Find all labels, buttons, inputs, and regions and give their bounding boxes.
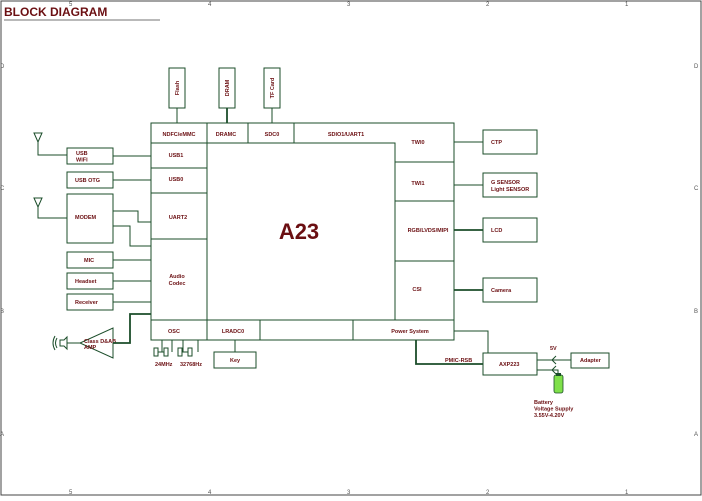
col-marker-bottom: 4 — [208, 490, 212, 496]
crystal-32k-label: 32768Hz — [180, 362, 202, 368]
col-marker-bottom: 1 — [625, 490, 629, 496]
speaker-icon — [59, 335, 68, 351]
antenna-icon — [33, 132, 67, 156]
soc-port-usb0: USB0 — [169, 177, 184, 183]
input-arrow-icon — [551, 355, 557, 365]
pmic-label: AXP223 — [499, 362, 520, 368]
mic-label: MIC — [84, 258, 94, 264]
col-marker-top: 1 — [625, 2, 629, 8]
soc-port-osc: OSC — [168, 329, 180, 335]
col-marker-top: 4 — [208, 2, 212, 8]
soc-name: A23 — [279, 219, 319, 244]
key-label: Key — [230, 358, 241, 364]
col-marker-top: 3 — [347, 2, 351, 8]
crystal-24mhz-icon — [163, 347, 169, 357]
dram-label: DRAM — [225, 79, 231, 96]
crystal-24mhz-icon — [153, 347, 159, 357]
row-marker-right: C — [694, 186, 699, 192]
col-marker-bottom: 3 — [347, 490, 351, 496]
crystal-24mhz-label: 24MHz — [155, 362, 173, 368]
usb-otg-label: USB OTG — [75, 178, 100, 184]
antenna-icon — [33, 197, 67, 219]
soc-port-csi: CSI — [412, 287, 422, 293]
soc-port-power-system: Power System — [391, 329, 429, 335]
flash-label: Flash — [175, 80, 181, 95]
ctp-label: CTP — [491, 140, 502, 146]
battery-icon — [553, 374, 564, 394]
row-marker-left: A — [0, 432, 4, 438]
charge-arrow-icon — [551, 365, 557, 375]
soc-port-sdc0: SDC0 — [265, 132, 280, 138]
camera-label: Camera — [491, 288, 512, 294]
diagram-title: BLOCK DIAGRAM — [4, 5, 107, 19]
row-marker-left: D — [0, 64, 5, 70]
soc-core — [206, 142, 396, 321]
crystal-32k-icon — [177, 347, 183, 357]
col-marker-bottom: 2 — [486, 490, 490, 496]
row-marker-right: D — [694, 64, 699, 70]
input-voltage-label: 5V — [550, 346, 557, 352]
sound-waves-icon — [52, 335, 58, 351]
adapter-label: Adapter — [580, 358, 602, 364]
usb-wifi-block — [66, 147, 114, 165]
soc-port-twi1: TWI1 — [411, 181, 424, 187]
receiver-label: Receiver — [75, 300, 99, 306]
col-marker-top: 2 — [486, 2, 490, 8]
soc-port-sdio1: SDIO1/UART1 — [328, 132, 364, 138]
crystals: 24MHz 32768Hz — [153, 340, 202, 368]
pmic-bus-label: PMIC-RSB — [445, 358, 472, 364]
tf-card-label: TF Card — [270, 78, 276, 99]
pmic-block — [482, 352, 538, 376]
camera-block — [482, 277, 538, 303]
soc-port-lradc0: LRADC0 — [222, 329, 244, 335]
row-marker-right: B — [694, 309, 698, 315]
battery-terminal — [556, 373, 561, 376]
row-marker-left: B — [0, 309, 4, 315]
col-marker-top: 5 — [69, 2, 73, 8]
row-marker-left: C — [0, 186, 5, 192]
soc-port-ndfc: NDFC/eMMC — [163, 132, 196, 138]
soc-port-dramc: DRAMC — [216, 132, 236, 138]
col-marker-bottom: 5 — [69, 490, 73, 496]
crystal-32k-icon — [187, 347, 193, 357]
soc-port-twi0: TWI0 — [411, 140, 424, 146]
row-marker-right: A — [694, 432, 698, 438]
headset-label: Headset — [75, 279, 97, 285]
modem-block — [66, 193, 114, 244]
soc-port-uart2: UART2 — [169, 215, 187, 221]
modem-label: MODEM — [75, 215, 97, 221]
soc-port-rgb-lvds-mipi: RGB/LVDS/MIPI — [408, 228, 449, 234]
lcd-block — [482, 217, 538, 243]
soc-port-usb1: USB1 — [169, 153, 184, 159]
memory-blocks: Flash DRAM TF Card — [168, 67, 281, 123]
lcd-label: LCD — [491, 228, 502, 234]
